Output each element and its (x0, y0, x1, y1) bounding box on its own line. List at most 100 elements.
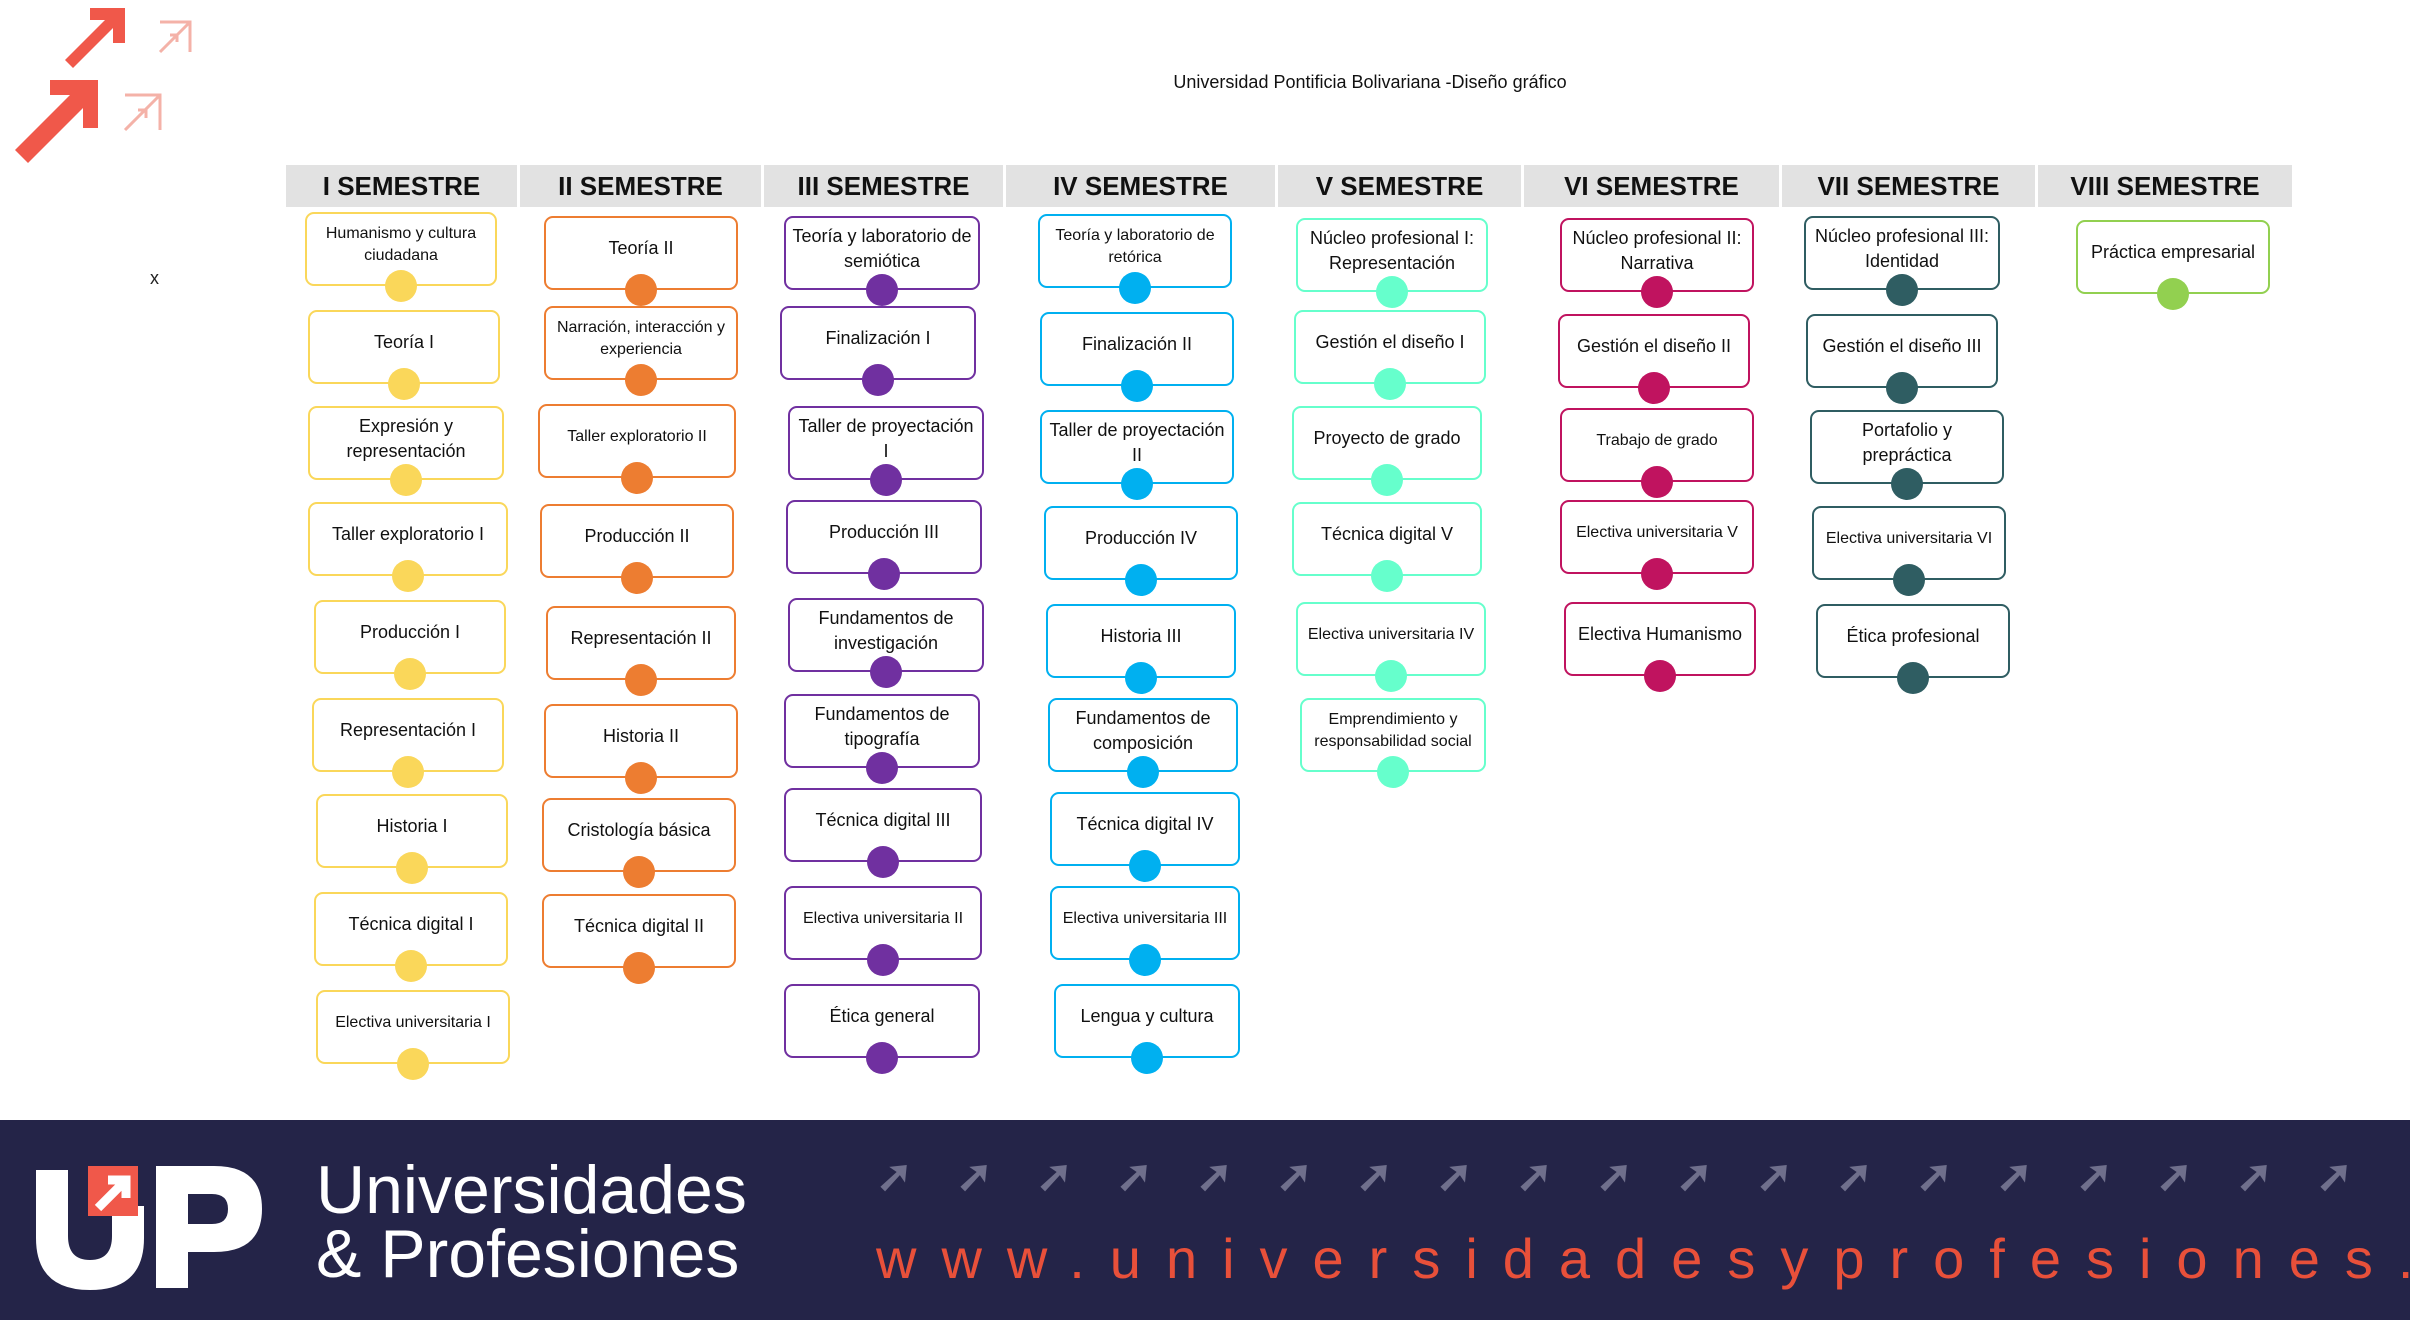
arrow-icon: ➚ (1676, 1152, 1713, 1201)
course-label: Electiva universitaria VI (1825, 529, 1993, 547)
course-label: Humanismo y cultura ciudadana (325, 224, 477, 264)
course-label: Núcleo profesional I: Representación (1309, 227, 1475, 273)
course-marker (1891, 468, 1923, 500)
course-card: Electiva universitaria VI (1812, 506, 2006, 596)
course-label: Electiva universitaria I (335, 1013, 491, 1031)
course-card: Teoría II (544, 216, 738, 306)
course-card: Electiva universitaria IV (1296, 602, 1486, 692)
course-marker (1121, 370, 1153, 402)
decorative-arrows: ➚ ➚ ➚ ➚ ➚ ➚ ➚ ➚ ➚ ➚ ➚ ➚ ➚ ➚ ➚ ➚ ➚ ➚ ➚ (876, 1152, 2353, 1201)
semester-header-3: III SEMESTRE (764, 165, 1006, 207)
course-marker (1371, 464, 1403, 496)
course-label: Producción III (828, 522, 940, 543)
course-card: Taller exploratorio I (308, 502, 508, 592)
course-label: Ética profesional (1846, 626, 1980, 647)
arrow-icon: ➚ (1756, 1152, 1793, 1201)
course-marker (1897, 662, 1929, 694)
course-card: Representación II (546, 606, 736, 696)
course-label: Práctica empresarial (2090, 242, 2256, 263)
course-marker (866, 1042, 898, 1074)
course-label: Fundamentos de tipografía (814, 703, 950, 749)
course-card: Historia II (544, 704, 738, 794)
course-marker (1374, 368, 1406, 400)
course-label: Historia II (602, 726, 680, 747)
course-label: Representación II (570, 628, 712, 649)
arrow-icon: ➚ (1836, 1152, 1873, 1201)
course-marker (385, 270, 417, 302)
course-card: Núcleo profesional III: Identidad (1804, 216, 2000, 306)
course-card: Gestión el diseño II (1558, 314, 1750, 404)
course-marker (1377, 756, 1409, 788)
course-marker (868, 558, 900, 590)
course-label: Expresión y representación (346, 415, 466, 461)
course-card: Humanismo y cultura ciudadana (305, 212, 497, 302)
semester-header-8: VIII SEMESTRE (2070, 170, 2260, 201)
course-card: Fundamentos de investigación (788, 598, 984, 688)
course-label: Núcleo profesional II: Narrativa (1572, 227, 1742, 273)
course-card: Narración, interacción y experiencia (544, 306, 738, 396)
arrow-icon: ➚ (1196, 1152, 1233, 1201)
course-label: Producción II (584, 526, 690, 547)
course-card: Técnica digital II (542, 894, 736, 984)
course-card: Ética profesional (1816, 604, 2010, 694)
course-card: Producción I (314, 600, 506, 690)
course-card: Taller exploratorio II (538, 404, 736, 494)
course-card: Historia III (1046, 604, 1236, 694)
arrow-icon: ➚ (1516, 1152, 1553, 1201)
stray-mark: x (150, 268, 159, 288)
semester-header-7: VII SEMESTRE (1782, 165, 2038, 207)
course-card: Electiva universitaria V (1560, 500, 1754, 590)
course-card: Gestión el diseño I (1294, 310, 1486, 400)
course-label: Teoría I (373, 332, 435, 353)
semester-header-bar: I SEMESTRE II SEMESTRE III SEMESTRE IV S… (286, 165, 2292, 207)
course-label: Teoría y laboratorio de semiótica (792, 225, 972, 271)
course-label: Representación I (339, 720, 477, 741)
arrow-icon: ➚ (1996, 1152, 2033, 1201)
course-marker (395, 950, 427, 982)
course-card: Electiva universitaria II (784, 886, 982, 976)
semester-header-5: V SEMESTRE (1278, 165, 1524, 207)
arrow-icon: ➚ (1596, 1152, 1633, 1201)
course-marker (621, 562, 653, 594)
course-label: Finalización I (825, 328, 931, 349)
course-card: Historia I (316, 794, 508, 884)
course-marker (1893, 564, 1925, 596)
course-marker (866, 752, 898, 784)
course-label: Historia III (1100, 626, 1182, 647)
course-marker (388, 368, 420, 400)
course-label: Gestión el diseño I (1315, 332, 1465, 353)
course-marker (1125, 564, 1157, 596)
course-label: Teoría II (608, 238, 674, 259)
course-marker (1371, 560, 1403, 592)
course-label: Técnica digital II (573, 916, 705, 937)
course-card: Electiva universitaria III (1050, 886, 1240, 976)
course-label: Taller de proyectación I (798, 415, 974, 461)
course-card: Electiva universitaria I (316, 990, 510, 1080)
course-card: Teoría y laboratorio de semiótica (784, 216, 980, 306)
course-marker (1127, 756, 1159, 788)
course-marker (1641, 466, 1673, 498)
course-marker (1121, 468, 1153, 500)
course-card: Trabajo de grado (1560, 408, 1754, 498)
course-marker (625, 762, 657, 794)
course-marker (1886, 372, 1918, 404)
course-marker (396, 852, 428, 884)
course-label: Taller exploratorio II (567, 427, 707, 445)
course-label: Gestión el diseño III (1822, 336, 1982, 357)
course-card: Núcleo profesional II: Narrativa (1560, 218, 1754, 308)
course-label: Historia I (376, 816, 448, 837)
arrow-icon: ➚ (2236, 1152, 2273, 1201)
course-marker (623, 952, 655, 984)
up-logo (36, 1166, 262, 1290)
course-label: Técnica digital IV (1076, 814, 1214, 835)
course-marker (625, 274, 657, 306)
brand-arrows-logo (15, 8, 192, 163)
course-marker (867, 846, 899, 878)
course-marker (392, 756, 424, 788)
course-marker (1376, 276, 1408, 308)
course-label: Electiva universitaria III (1062, 909, 1228, 927)
website-link[interactable]: www.universidadesyprofesiones.com (876, 1227, 2410, 1290)
course-marker (625, 664, 657, 696)
course-card: Teoría y laboratorio de retórica (1038, 214, 1232, 304)
